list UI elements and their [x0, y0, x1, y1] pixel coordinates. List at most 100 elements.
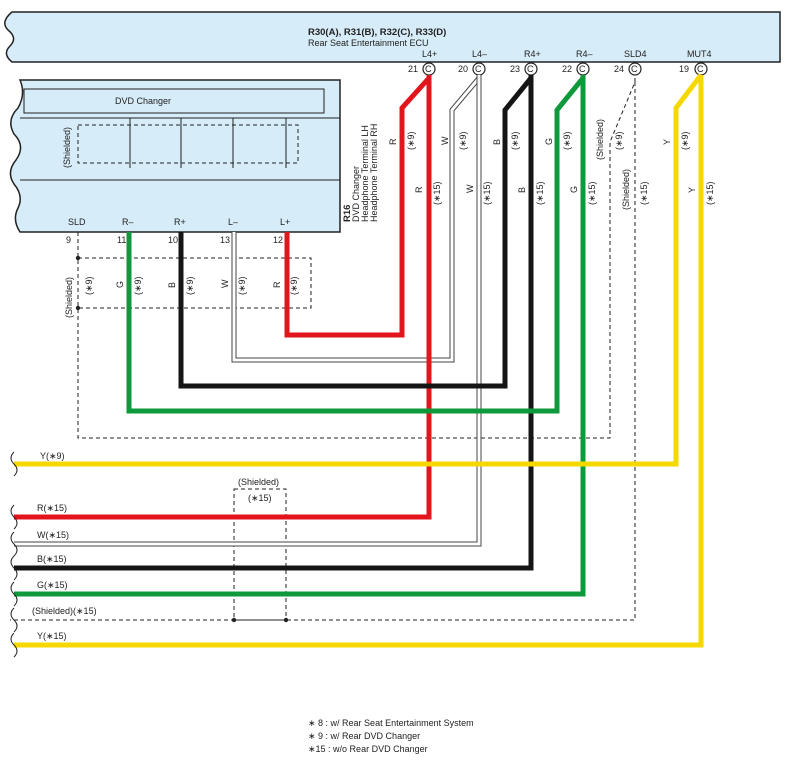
wire-green-r-minus: [126, 76, 585, 414]
conn-letter: C: [631, 64, 638, 74]
svg-text:(∗15): (∗15): [482, 181, 492, 205]
svg-text:(Shielded): (Shielded): [621, 169, 631, 210]
r16-label: R16 DVD Changer Headphone Terminal LH He…: [342, 124, 379, 222]
svg-text:(∗9): (∗9): [237, 276, 247, 295]
dvd-pin-9: 9: [66, 235, 71, 245]
svg-text:Y(∗9): Y(∗9): [40, 451, 65, 461]
svg-text:Y: Y: [662, 139, 672, 145]
ecu-pin-20: 20: [458, 64, 468, 74]
dvd-pin-11: 11: [117, 235, 126, 245]
dvd-terminal-lp: L+: [280, 217, 290, 227]
svg-text:B: B: [167, 282, 177, 288]
ecu-terminal-mut4-name: MUT4: [687, 49, 712, 59]
legend: ∗ 8 : w/ Rear Seat Entertainment System …: [308, 718, 474, 754]
svg-text:(∗9): (∗9): [406, 131, 416, 150]
svg-text:R16: R16: [342, 205, 353, 222]
svg-text:R: R: [272, 281, 282, 288]
wire-yellow-ecu-out: [14, 75, 704, 648]
ecu-pin-24: 24: [614, 64, 624, 74]
svg-text:(∗9): (∗9): [133, 276, 143, 295]
wire-red-l-plus: [284, 76, 431, 338]
mid-shield-note: (∗15): [248, 493, 272, 503]
svg-text:B: B: [517, 187, 527, 193]
svg-text:(∗15): (∗15): [432, 181, 442, 205]
dvd-changer-box: DVD Changer (Shielded) SLD R– R+ L– L+: [9, 79, 341, 233]
ecu-terminals: L4+ L4– R4+ R4– SLD4 MUT4 21 20 23 22 24…: [408, 49, 712, 76]
ecu-terminal-l4p-name: L4+: [422, 49, 437, 59]
ecu-pin-22: 22: [562, 64, 572, 74]
svg-text:(∗9): (∗9): [458, 131, 468, 150]
ecu-code: R30(A), R31(B), R32(C), R33(D): [308, 27, 446, 38]
dvd-side-wire-labels: (Shielded) (∗9) G (∗9) B (∗9) W (∗9) R (…: [64, 276, 299, 318]
svg-text:(∗9): (∗9): [510, 131, 520, 150]
svg-text:(∗15): (∗15): [587, 181, 597, 205]
ecu-pin-19: 19: [679, 64, 689, 74]
dvd-terminal-ln: L–: [228, 217, 238, 227]
wire-white-l-minus: [14, 75, 482, 547]
svg-text:(∗9): (∗9): [680, 131, 690, 150]
dvd-pin-13: 13: [220, 235, 230, 245]
dvd-pin-12: 12: [273, 235, 283, 245]
svg-text:G: G: [115, 281, 125, 288]
shield-wires: [10, 75, 636, 623]
svg-text:W: W: [220, 279, 230, 288]
svg-text:(∗15): (∗15): [639, 181, 649, 205]
svg-text:R(∗15): R(∗15): [37, 503, 67, 513]
svg-text:(Shielded): (Shielded): [595, 119, 605, 160]
wire-black-ecu-out: [14, 75, 534, 571]
ecu-terminal-l4n-name: L4–: [472, 49, 487, 59]
svg-text:(∗15): (∗15): [535, 181, 545, 205]
legend-line-8: ∗ 8 : w/ Rear Seat Entertainment System: [308, 718, 474, 728]
svg-text:R: R: [414, 186, 424, 193]
svg-text:G: G: [569, 186, 579, 193]
connector-c-icon: [628, 62, 642, 76]
dvd-shield-label: (Shielded): [62, 127, 72, 168]
dvd-terminal-sld: SLD: [68, 217, 86, 227]
wire-yellow-mut4: [14, 73, 703, 467]
conn-letter: C: [579, 64, 586, 74]
ecu-name: Rear Seat Entertainment ECU: [308, 38, 429, 48]
svg-text:(Shielded)(∗15): (Shielded)(∗15): [32, 606, 97, 616]
svg-text:W(∗15): W(∗15): [37, 530, 69, 540]
ecu-terminal-sld4-name: SLD4: [624, 49, 647, 59]
ecu-box: R30(A), R31(B), R32(C), R33(D) Rear Seat…: [4, 11, 781, 63]
output-labels: Y(∗9) R(∗15) W(∗15) B(∗15) G(∗15) (Shiel…: [32, 451, 97, 641]
svg-text:(∗9): (∗9): [562, 131, 572, 150]
svg-text:G: G: [544, 138, 554, 145]
mid-shield-label: (Shielded): [238, 477, 279, 487]
wire-green-ecu-out: [14, 75, 586, 597]
svg-text:B(∗15): B(∗15): [37, 554, 67, 564]
svg-text:G(∗15): G(∗15): [37, 580, 68, 590]
ecu-pin-21: 21: [408, 64, 418, 74]
conn-letter: C: [475, 64, 482, 74]
svg-text:(∗9): (∗9): [84, 276, 94, 295]
legend-line-15: ∗15 : w/o Rear DVD Changer: [308, 744, 428, 754]
svg-text:Y(∗15): Y(∗15): [37, 631, 67, 641]
svg-text:R: R: [388, 138, 398, 145]
svg-text:Y: Y: [687, 187, 697, 193]
svg-text:B: B: [492, 139, 502, 145]
dvd-terminal-rp: R+: [174, 217, 186, 227]
ecu-terminal-r4n-name: R4–: [576, 49, 593, 59]
ecu-lower-wire-labels: R (∗15) W (∗15) B (∗15) G (∗15) (Shielde…: [414, 169, 715, 210]
svg-text:W: W: [465, 184, 475, 193]
svg-text:(∗9): (∗9): [185, 276, 195, 295]
wire-black-r-plus: [178, 76, 533, 389]
ecu-terminal-r4p-name: R4+: [524, 49, 541, 59]
svg-text:W: W: [440, 136, 450, 145]
svg-text:Headphone Terminal RH: Headphone Terminal RH: [369, 124, 379, 222]
svg-text:(∗9): (∗9): [614, 131, 624, 150]
svg-text:(Shielded): (Shielded): [64, 277, 74, 318]
dvd-shield-box: [77, 124, 299, 164]
dvd-pin-10: 10: [168, 235, 178, 245]
conn-letter: C: [425, 64, 432, 74]
colored-wires: [14, 73, 704, 648]
svg-text:(∗9): (∗9): [289, 276, 299, 295]
conn-letter: C: [527, 64, 534, 74]
legend-line-9: ∗ 9 : w/ Rear DVD Changer: [308, 731, 420, 741]
dvd-title: DVD Changer: [115, 96, 171, 106]
svg-text:DVD Changer: DVD Changer: [351, 166, 361, 222]
ecu-pin-23: 23: [510, 64, 520, 74]
svg-text:(∗15): (∗15): [705, 181, 715, 205]
